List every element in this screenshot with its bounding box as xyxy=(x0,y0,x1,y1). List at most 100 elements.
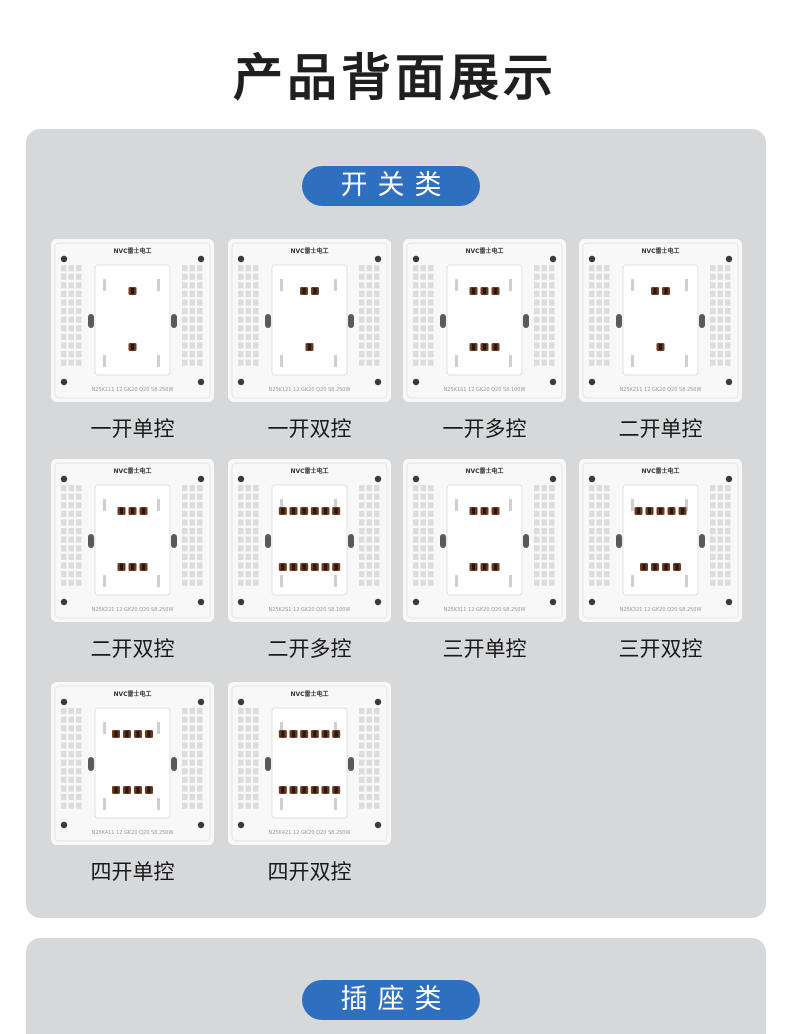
switch-back-photo: NVC雷士电工 N25K221 12 GK20 Q20 S8.250W xyxy=(51,459,214,622)
product-label: 一开多控 xyxy=(442,417,527,441)
screw-hole xyxy=(60,475,68,483)
switch-section-panel: 开关类 NVC雷士电工 N25K111 12 GK20 Q20 S8.250W 一… xyxy=(26,129,766,918)
vent-grid xyxy=(182,708,203,809)
switch-category-badge[interactable]: 开关类 xyxy=(302,166,480,206)
spec-code: N25K311 12 GK20 Q20 S8.250W xyxy=(444,607,526,613)
mounting-slot xyxy=(348,314,354,328)
screw-hole xyxy=(412,255,420,263)
screw-hole xyxy=(412,598,420,606)
spec-code: N25K111 12 GK20 Q20 S8.250W xyxy=(92,387,174,393)
product-label: 三开双控 xyxy=(618,637,703,661)
screw-hole xyxy=(412,475,420,483)
vent-grid xyxy=(534,485,555,586)
vent-grid xyxy=(413,265,434,366)
screw-hole xyxy=(60,378,68,386)
brand-logo: NVC雷士电工 xyxy=(641,247,679,255)
vent-grid xyxy=(589,265,610,366)
mounting-slot xyxy=(616,314,622,328)
screw-hole xyxy=(197,821,205,829)
vent-grid xyxy=(238,265,259,366)
brand-logo: NVC雷士电工 xyxy=(113,467,151,475)
screw-hole xyxy=(725,475,733,483)
vent-grid xyxy=(534,265,555,366)
switch-back-photo: NVC雷士电工 N25K121 12 GK20 Q20 S8.250W xyxy=(228,239,391,402)
screw-hole xyxy=(374,698,382,706)
mounting-slot xyxy=(616,534,622,548)
mounting-slot xyxy=(88,534,94,548)
vent-grid xyxy=(359,708,380,809)
brand-logo: NVC雷士电工 xyxy=(290,247,328,255)
spec-code: N25K321 12 GK20 Q20 S8.250W xyxy=(620,607,702,613)
mounting-slot xyxy=(440,534,446,548)
screw-hole xyxy=(237,698,245,706)
product-label: 一开双控 xyxy=(267,417,352,441)
screw-hole xyxy=(588,475,596,483)
screw-hole xyxy=(60,255,68,263)
vent-grid xyxy=(413,485,434,586)
screw-hole xyxy=(588,598,596,606)
switch-back-photo: NVC雷士电工 N25K311 12 GK20 Q20 S8.250W xyxy=(403,459,566,622)
spec-code: N25K421 12 GK20 Q20 S8.250W xyxy=(269,830,351,836)
page-title: 产品背面展示 xyxy=(233,49,557,107)
mounting-slot xyxy=(265,534,271,548)
mounting-slot xyxy=(265,314,271,328)
vent-grid xyxy=(61,708,82,809)
mounting-slot xyxy=(523,314,529,328)
screw-hole xyxy=(237,821,245,829)
screw-hole xyxy=(60,698,68,706)
screw-hole xyxy=(588,255,596,263)
screw-hole xyxy=(374,821,382,829)
screw-hole xyxy=(412,378,420,386)
screw-hole xyxy=(725,255,733,263)
screw-hole xyxy=(60,598,68,606)
screw-hole xyxy=(197,378,205,386)
mounting-slot xyxy=(348,534,354,548)
mounting-slot xyxy=(171,534,177,548)
product-label: 三开单控 xyxy=(442,637,527,661)
brand-logo: NVC雷士电工 xyxy=(113,247,151,255)
screw-hole xyxy=(197,475,205,483)
screw-hole xyxy=(197,698,205,706)
screw-hole xyxy=(237,378,245,386)
screw-hole xyxy=(374,598,382,606)
brand-logo: NVC雷士电工 xyxy=(641,467,679,475)
switch-back-photo: NVC雷士电工 N25K421 12 GK20 Q20 S8.250W xyxy=(228,682,391,845)
spec-code: N25K121 12 GK20 Q20 S8.250W xyxy=(269,387,351,393)
switch-back-photo: NVC雷士电工 N25K111 12 GK20 Q20 S8.250W xyxy=(51,239,214,402)
vent-grid xyxy=(182,265,203,366)
spec-code: N25K211 12 GK20 Q20 S8.250W xyxy=(620,387,702,393)
vent-grid xyxy=(61,485,82,586)
screw-hole xyxy=(237,255,245,263)
vent-grid xyxy=(359,485,380,586)
vent-grid xyxy=(61,265,82,366)
vent-grid xyxy=(182,485,203,586)
screw-hole xyxy=(237,475,245,483)
brand-logo: NVC雷士电工 xyxy=(465,467,503,475)
screw-hole xyxy=(549,255,557,263)
mounting-slot xyxy=(171,314,177,328)
spec-code: N25K221 12 GK20 Q20 S8.250W xyxy=(92,607,174,613)
switch-back-photo: NVC雷士电工 N25K321 12 GK20 Q20 S8.250W xyxy=(579,459,742,622)
screw-hole xyxy=(549,598,557,606)
socket-category-badge[interactable]: 插座类 xyxy=(302,980,480,1020)
screw-hole xyxy=(588,378,596,386)
spec-code: N25K411 12 GK20 Q20 S8.250W xyxy=(92,830,174,836)
product-label: 一开单控 xyxy=(90,417,175,441)
mounting-slot xyxy=(265,757,271,771)
screw-hole xyxy=(60,821,68,829)
mounting-slot xyxy=(88,314,94,328)
vent-grid xyxy=(589,485,610,586)
vent-grid xyxy=(238,485,259,586)
product-label: 二开双控 xyxy=(90,637,175,661)
product-label: 四开双控 xyxy=(267,860,352,884)
product-label: 四开单控 xyxy=(90,860,175,884)
vent-grid xyxy=(710,485,731,586)
brand-logo: NVC雷士电工 xyxy=(465,247,503,255)
brand-logo: NVC雷士电工 xyxy=(290,690,328,698)
switch-back-photo: NVC雷士电工 N25K211 12 GK20 Q20 S8.250W xyxy=(579,239,742,402)
mounting-slot xyxy=(699,534,705,548)
screw-hole xyxy=(374,378,382,386)
screw-hole xyxy=(197,255,205,263)
